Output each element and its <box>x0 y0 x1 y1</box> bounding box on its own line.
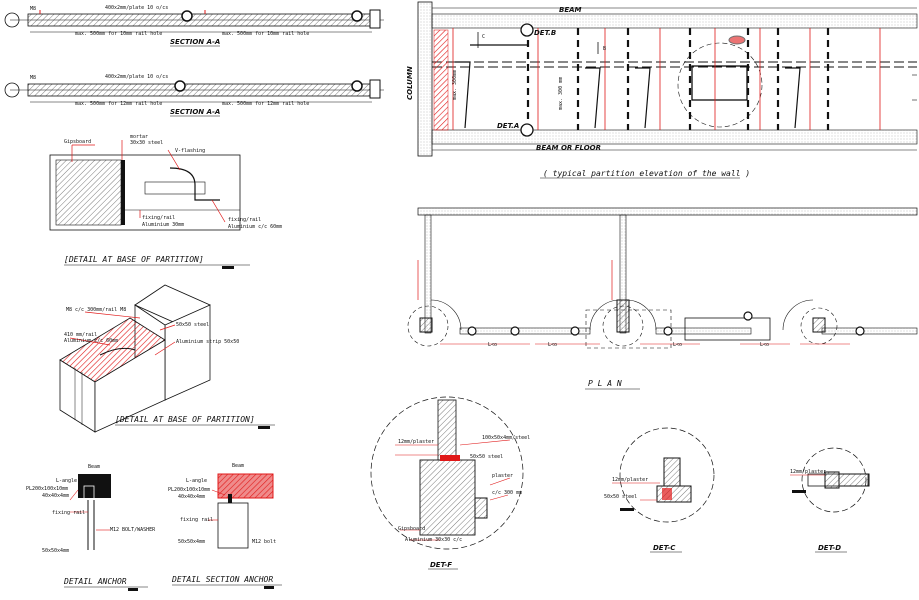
sd1-angle-size: 40x40x4mm <box>42 493 69 499</box>
s1-title: SECTION A-A <box>170 38 220 46</box>
elev-dim-right: max. 300 mm <box>558 77 564 110</box>
s2-mark-left: M8 <box>30 75 36 81</box>
plan-dim-2: L<o <box>548 342 557 348</box>
d1-label-flashing: V-flashing <box>175 148 205 154</box>
partition-plan: L<o L<o L<o L<o P L A N <box>407 207 918 390</box>
s1-note-right: max. 500mm for 10mm rail hole <box>222 31 309 37</box>
elev-column-label: COLUMN <box>406 66 414 100</box>
detc-title: DET-C <box>653 544 676 552</box>
sd1-angle: L-angle <box>56 478 77 484</box>
sd2-bottom: 50x50x4mm <box>178 539 205 545</box>
s2-note-left: max. 500mm for 12mm rail hole <box>75 101 162 107</box>
detd-title: DET-D <box>818 544 841 552</box>
isometric-detail: M8 c/c 300mm/rail M8 410 mm/rail Alumini… <box>59 284 275 433</box>
sd2-bolt: M12 bolt <box>252 539 276 545</box>
plan-dim-1: L<o <box>488 342 497 348</box>
detf-label-gips: Gipsboard <box>398 526 425 532</box>
detf-label-plaster: 12mm/plaster <box>398 439 434 445</box>
det-f: 12mm/plaster 100x50x4mm/steel 50x50 stee… <box>370 396 530 570</box>
sd2-angle-size: 40x40x4mm <box>178 494 205 500</box>
d1-label-rail-2: fixing/rail <box>228 217 261 223</box>
det-d: 12mm/plaster DET-D <box>790 447 870 553</box>
detf-label-steel-2: 50x50 steel <box>470 454 503 460</box>
detc-label-plaster: 12mm/plaster <box>612 477 648 483</box>
elev-det-a: DET.A <box>497 122 519 130</box>
detf-label-plaster-2: plaster <box>492 473 513 479</box>
elev-marker-c: C <box>482 34 485 40</box>
iso-label-strip: Aluminium strip 50x50 <box>176 339 239 345</box>
detf-label-alu: Aluminium 30x30 c/c <box>405 537 462 543</box>
elev-caption: ( typical partition elevation of the wal… <box>543 169 750 178</box>
iso-label-rail: 410 mm/rail <box>64 332 97 338</box>
sd1-title: DETAIL ANCHOR <box>63 577 127 586</box>
sd1-bottom: 50x50x4mm <box>42 548 69 554</box>
detail-section-anchor: Beam L-angle PL200x100x10mm 40x40x4mm fi… <box>168 463 282 589</box>
detail-anchor: Beam L-angle PL200x100x10mm 40x40x4mm fi… <box>26 464 156 591</box>
sd2-plate: PL200x100x10mm <box>168 487 210 493</box>
elev-marker-b: B <box>603 46 606 52</box>
sd1-rail: fixing rail <box>52 510 85 516</box>
d1-label-mortar: mortar <box>130 134 148 140</box>
detd-label-plaster: 12mm/plaster <box>790 469 826 475</box>
detc-label-steel: 50x50 steel <box>604 494 637 500</box>
elev-dim-left: max. 300mm <box>452 70 458 100</box>
plan-dim-4: L<o <box>760 342 769 348</box>
s1-note-left: max. 500mm for 10mm rail hole <box>75 31 162 37</box>
d1-label-rail: fixing/rail <box>142 215 175 221</box>
det-c: 12mm/plaster 50x50 steel DET-C <box>604 427 715 553</box>
sd1-bolt: M12 BOLT/WASHER <box>110 527 156 533</box>
d1-label-gipsboard: Gipsboard <box>64 139 91 145</box>
iso-title: [DETAIL AT BASE OF PARTITION] <box>115 415 255 424</box>
d1-label-alu-2: Aluminium c/c 60mm <box>228 224 282 230</box>
d1-title: [DETAIL AT BASE OF PARTITION] <box>64 255 204 264</box>
section-a-a-2: M8 400x2mm/plate 10 o/cs max. 500mm for … <box>4 74 384 117</box>
partition-elevation: C B BEAM BEAM OR FLOOR DET.B DET.A COLUM… <box>406 1 918 179</box>
plan-dim-3: L<o <box>673 342 682 348</box>
detf-label-steel: 100x50x4mm/steel <box>482 435 530 441</box>
iso-label-steel: 50x50 steel <box>176 322 209 328</box>
iso-label-alu: Aluminium c/c 60mm <box>64 338 118 344</box>
sd2-title: DETAIL SECTION ANCHOR <box>171 575 273 584</box>
d1-label-steel: 30x30 steel <box>130 140 163 146</box>
s2-top-label: 400x2mm/plate 10 o/cs <box>105 74 168 80</box>
sd1-beam: Beam <box>88 464 100 470</box>
s1-mark-left: M8 <box>30 6 36 12</box>
detail-base-partition: Gipsboard mortar 30x30 steel V-flashing … <box>49 134 282 269</box>
sd2-angle: L-angle <box>186 478 207 484</box>
s2-note-right: max. 500mm for 12mm rail hole <box>222 101 309 107</box>
plan-title: P L A N <box>588 379 622 388</box>
sd2-rail: fixing rail <box>180 517 213 523</box>
iso-label-m8: M8 c/c 300mm/rail M8 <box>66 307 126 313</box>
elev-beam-label: BEAM <box>559 6 582 14</box>
section-a-a-1: M8 400x2mm/plate 10 o/cs max. 500mm for … <box>4 5 384 47</box>
sd1-plate: PL200x100x10mm <box>26 486 68 492</box>
detf-title: DET-F <box>430 561 452 569</box>
s2-title: SECTION A-A <box>170 108 220 116</box>
sd2-beam: Beam <box>232 463 244 469</box>
detf-label-cc: c/c 300 mm <box>492 490 522 496</box>
elev-floor-label: BEAM OR FLOOR <box>536 144 601 152</box>
elev-det-b: DET.B <box>534 29 556 37</box>
d1-label-alu: Aluminium 30mm <box>142 222 184 228</box>
s1-top-label: 400x2mm/plate 10 o/cs <box>105 5 168 11</box>
